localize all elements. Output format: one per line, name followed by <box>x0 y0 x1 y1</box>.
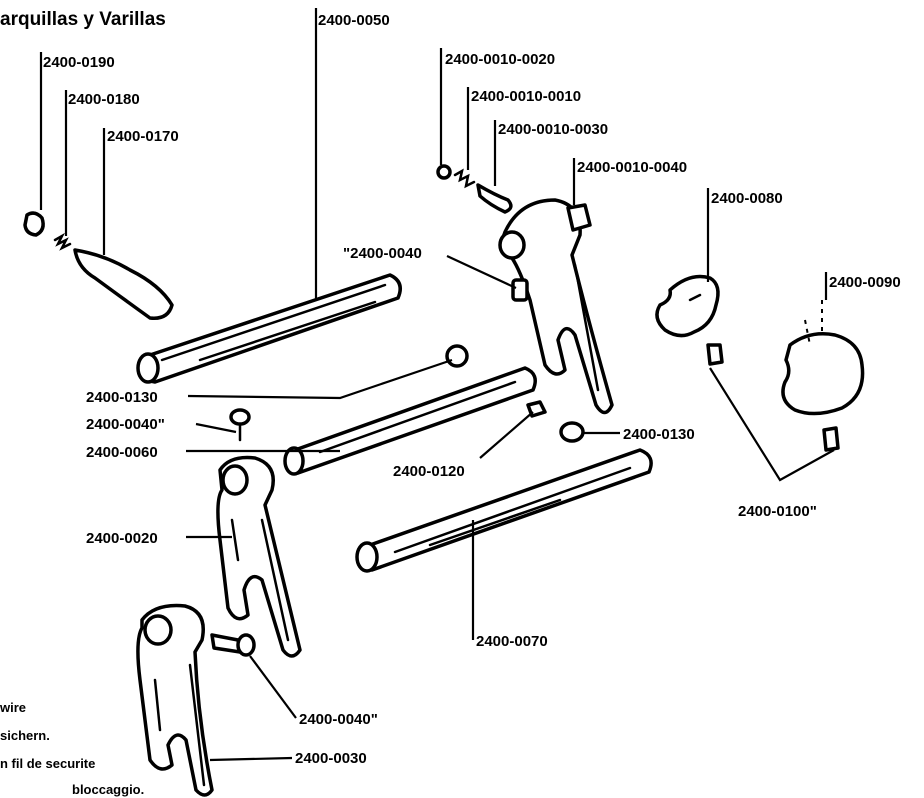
label-2400-0100: 2400-0100" <box>738 503 817 520</box>
spring-2400-0180 <box>53 232 72 251</box>
cap-2400-0130-right <box>559 421 585 443</box>
label-2400-0190: 2400-0190 <box>43 54 115 71</box>
plate-2400-0080 <box>655 274 720 338</box>
rod-2400-0070 <box>355 448 653 573</box>
lockwire-notes: wire sichern. n fil de securite bloccagg… <box>0 700 144 797</box>
diagram-title: arquillas y Varillas <box>0 9 166 30</box>
bolt-2400-0040-top <box>511 278 529 302</box>
label-2400-0040-bottom: 2400-0040" <box>299 711 378 728</box>
bolt-2400-0040-mid <box>229 408 251 442</box>
plate-2400-0090 <box>781 300 865 416</box>
label-2400-0180: 2400-0180 <box>68 91 140 108</box>
fork-2400-0020 <box>216 455 302 658</box>
label-2400-0010-0010: 2400-0010-0010 <box>471 88 581 105</box>
ball-2400-0130-left <box>445 344 469 368</box>
rod-2400-0060 <box>283 366 537 476</box>
label-2400-0080: 2400-0080 <box>711 190 783 207</box>
label-2400-0130-right: 2400-0130 <box>623 426 695 443</box>
label-2400-0170: 2400-0170 <box>107 128 179 145</box>
label-2400-0010-0040: 2400-0010-0040 <box>577 159 687 176</box>
fork-2400-0010 <box>498 198 614 415</box>
note-line-4: bloccaggio. <box>72 782 144 797</box>
label-2400-0050: 2400-0050 <box>318 12 390 29</box>
label-2400-0070: 2400-0070 <box>476 633 548 650</box>
rod-2400-0050 <box>136 273 402 384</box>
bolt-2400-0040-bottom <box>210 633 256 657</box>
note-line-1: wire <box>0 700 26 715</box>
label-2400-0120: 2400-0120 <box>393 463 465 480</box>
note-line-3: n fil de securite <box>0 756 95 771</box>
plug-2400-0010-0020 <box>436 164 452 180</box>
label-2400-0040-top: "2400-0040 <box>343 245 422 262</box>
label-2400-0090: 2400-0090 <box>829 274 901 291</box>
note-line-2: sichern. <box>0 728 50 743</box>
part-labels: 2400-0050 2400-0190 2400-0180 2400-0170 … <box>43 12 901 767</box>
plunger-2400-0170 <box>73 248 174 320</box>
plunger-2400-0010-0030 <box>476 183 513 214</box>
fork-2400-0030 <box>136 603 214 797</box>
label-2400-0030: 2400-0030 <box>295 750 367 767</box>
label-2400-0020: 2400-0020 <box>86 530 158 547</box>
bolts-2400-0100 <box>706 343 840 452</box>
label-2400-0060: 2400-0060 <box>86 444 158 461</box>
label-2400-0010-0030: 2400-0010-0030 <box>498 121 608 138</box>
spring-2400-0010-0010 <box>453 168 476 189</box>
label-2400-0040-mid: 2400-0040" <box>86 416 165 433</box>
plug-2400-0190 <box>23 211 45 237</box>
label-2400-0130-left: 2400-0130 <box>86 389 158 406</box>
leader-lines <box>39 8 835 762</box>
label-2400-0010-0020: 2400-0010-0020 <box>445 51 555 68</box>
